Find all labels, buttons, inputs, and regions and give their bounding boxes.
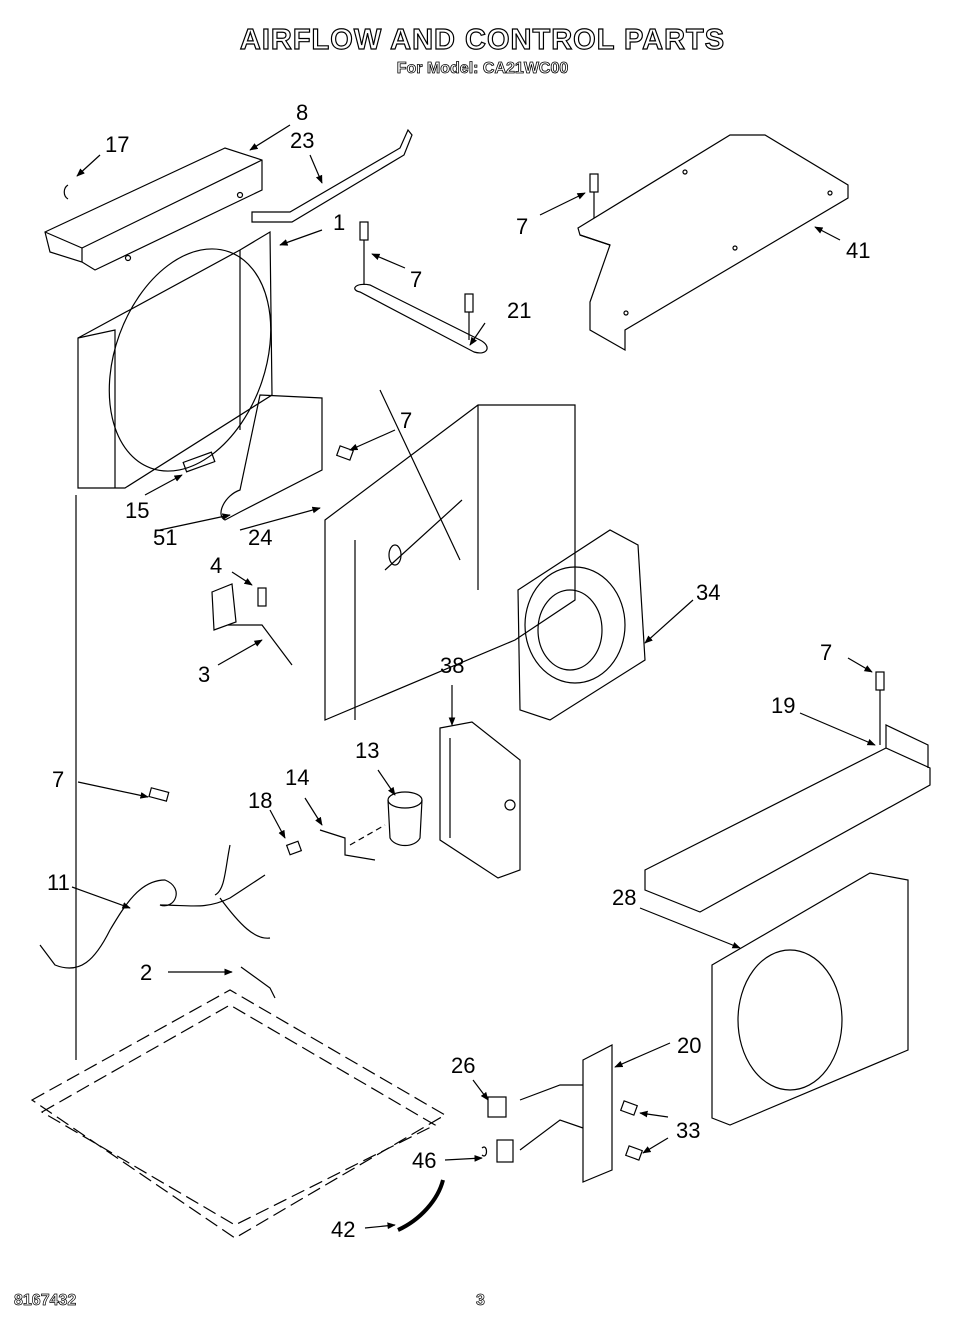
callout-24[interactable]: 24 <box>248 525 272 550</box>
callout-15[interactable]: 15 <box>125 498 149 523</box>
document-number: 8167432 <box>14 1292 77 1310</box>
part-20-switch-plate[interactable] <box>519 1044 613 1183</box>
callout-51[interactable]: 51 <box>153 525 177 550</box>
callout-13[interactable]: 13 <box>355 738 379 763</box>
part-41-top-cover[interactable] <box>577 134 849 352</box>
part-34-blower-housing[interactable] <box>517 529 646 721</box>
callout-28[interactable]: 28 <box>612 885 636 910</box>
callout-23[interactable]: 23 <box>290 128 314 153</box>
part-11-power-cord[interactable] <box>39 844 271 969</box>
part-46-switch[interactable] <box>481 1139 514 1163</box>
part-42-drain-tube[interactable] <box>397 1179 445 1232</box>
callout-38[interactable]: 38 <box>440 653 464 678</box>
page-title: AIRFLOW AND CONTROL PARTS <box>239 23 726 56</box>
part-26-switch[interactable] <box>487 1096 507 1118</box>
callout-labels: 8 23 17 1 7 21 7 41 7 15 51 24 4 3 34 7 … <box>47 100 870 1242</box>
part-3-damper-arm[interactable] <box>211 583 293 666</box>
screw-part-7-d[interactable] <box>335 445 355 461</box>
part-1-shroud[interactable] <box>77 226 300 493</box>
part-23-gasket-strip[interactable] <box>251 128 413 223</box>
part-33-screws[interactable] <box>619 1100 644 1161</box>
callout-21[interactable]: 21 <box>507 298 531 323</box>
part-28-condenser-shroud[interactable] <box>711 872 909 1126</box>
callout-41[interactable]: 41 <box>846 238 870 263</box>
part-19-support-bar[interactable] <box>644 724 931 913</box>
callout-26[interactable]: 26 <box>451 1053 475 1078</box>
callout-7-e[interactable]: 7 <box>52 767 64 792</box>
callout-2[interactable]: 2 <box>140 960 152 985</box>
screw-part-7-f[interactable] <box>148 787 170 802</box>
callout-20[interactable]: 20 <box>677 1033 701 1058</box>
screw-part-7-c[interactable] <box>589 173 599 218</box>
part-13-capacitor[interactable] <box>387 791 423 847</box>
callout-18[interactable]: 18 <box>248 788 272 813</box>
leader-lines <box>71 124 876 1230</box>
callout-33[interactable]: 33 <box>676 1118 700 1143</box>
callout-1[interactable]: 1 <box>333 210 345 235</box>
callout-4[interactable]: 4 <box>210 553 222 578</box>
screw-part-7-b[interactable] <box>464 293 474 340</box>
part-38-control-bracket[interactable] <box>439 721 521 879</box>
callout-8[interactable]: 8 <box>296 100 308 125</box>
part-14-capacitor-strap[interactable] <box>319 829 376 861</box>
callout-7-a[interactable]: 7 <box>410 267 422 292</box>
callout-11[interactable]: 11 <box>47 870 70 895</box>
screw-part-7-a[interactable] <box>359 221 369 285</box>
callout-19[interactable]: 19 <box>771 693 795 718</box>
page-number: 3 <box>476 1292 486 1310</box>
part-51-louver-bracket[interactable] <box>220 394 323 521</box>
base-pan <box>30 989 447 1239</box>
part-8-top-rail[interactable] <box>44 147 263 271</box>
part-15-foam-block[interactable] <box>182 451 216 473</box>
part-18-screw[interactable] <box>285 840 303 856</box>
callout-3[interactable]: 3 <box>198 662 210 687</box>
part-21-brace[interactable] <box>354 283 488 354</box>
part-17-clip[interactable] <box>63 184 69 200</box>
callout-42[interactable]: 42 <box>331 1217 355 1242</box>
callout-7-c[interactable]: 7 <box>400 408 412 433</box>
screw-part-7-e[interactable] <box>875 671 885 745</box>
callout-14[interactable]: 14 <box>285 765 309 790</box>
callout-7-d[interactable]: 7 <box>820 640 832 665</box>
callout-17[interactable]: 17 <box>105 132 129 157</box>
part-2-cable-tie[interactable] <box>240 966 276 999</box>
callout-46[interactable]: 46 <box>412 1148 436 1173</box>
callout-7-b[interactable]: 7 <box>516 214 528 239</box>
part-4-screw[interactable] <box>257 587 267 607</box>
part-24-partition-panel[interactable] <box>324 389 576 721</box>
model-subtitle: For Model: CA21WC00 <box>396 60 569 78</box>
callout-34[interactable]: 34 <box>696 580 720 605</box>
